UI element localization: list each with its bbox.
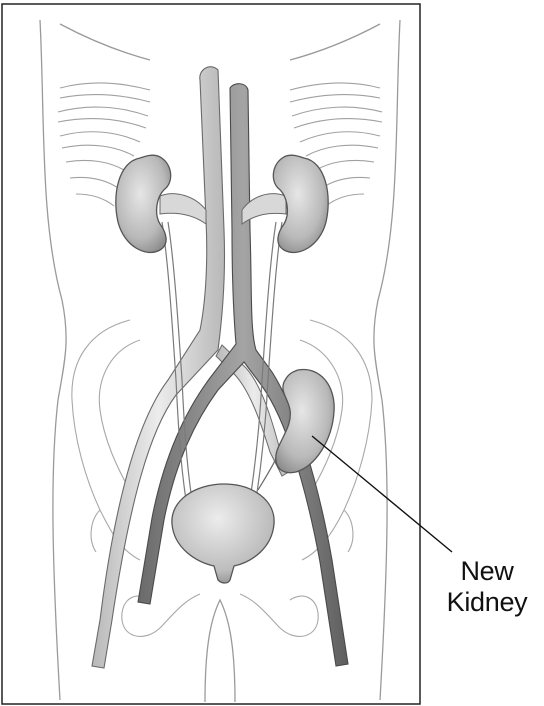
new-kidney-label-line2: Kidney — [432, 587, 542, 618]
new-kidney-label-line1: New — [432, 556, 542, 587]
new-kidney-label: New Kidney — [432, 556, 542, 618]
